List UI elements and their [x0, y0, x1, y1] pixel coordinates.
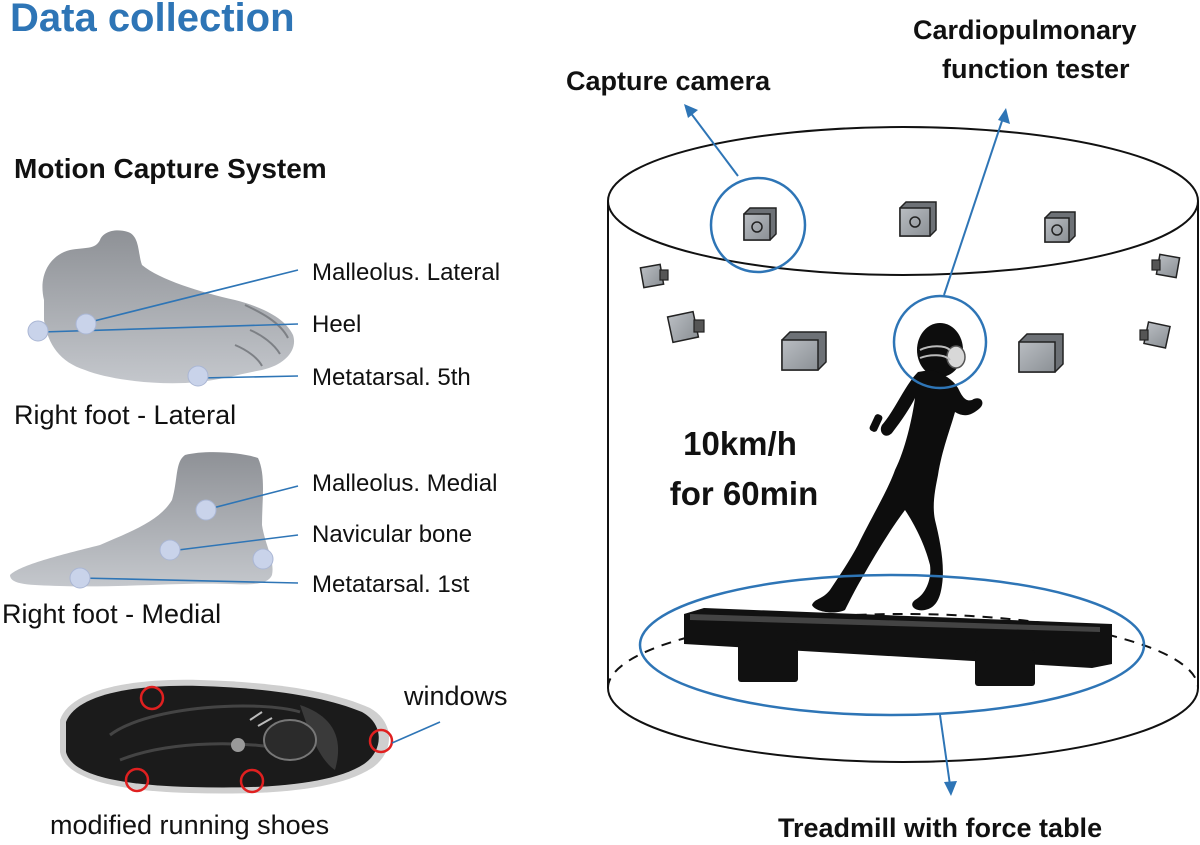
arrow-head-icon [684, 104, 698, 118]
page-title: Data collection [10, 0, 295, 40]
windows-leader [391, 721, 441, 744]
treadmill-arrow-line [939, 714, 951, 786]
speed-line1: 10km/h [683, 425, 797, 462]
marker-malleolus-lateral [75, 313, 97, 335]
camera-icon [1139, 321, 1171, 349]
capture-cylinder [607, 126, 1199, 763]
running-shoe-illustration [60, 679, 390, 794]
camera-icon [1044, 211, 1076, 243]
label-malleolus-lateral: Malleolus. Lateral [312, 259, 501, 286]
label-malleolus-medial: Malleolus. Medial [312, 470, 498, 497]
camera-icon [781, 331, 827, 371]
camera-icon [899, 201, 937, 237]
arrow-head-icon [998, 108, 1010, 124]
force-table-highlight [638, 573, 1146, 717]
marker-metatarsal-5th [187, 365, 209, 387]
label-capture-camera: Capture camera [566, 66, 771, 96]
arrow-head-icon [944, 781, 957, 796]
speed-line2: for 60min [669, 475, 819, 512]
label-treadmill: Treadmill with force table [778, 813, 1103, 843]
camera-icon [666, 310, 705, 344]
treadmill-illustration [684, 608, 1112, 686]
shoe-window-3 [124, 767, 150, 793]
label-heel: Heel [312, 311, 362, 338]
metatarsal-5th-leader [199, 375, 299, 379]
marker-navicular [159, 539, 181, 561]
marker-heel [27, 320, 49, 342]
caption-medial-foot: Right foot - Medial [2, 599, 222, 629]
marker-metatarsal-1st [69, 567, 91, 589]
label-metatarsal-1st: Metatarsal. 1st [312, 571, 470, 598]
marker-metatarsal-1st-heel [252, 548, 274, 570]
label-navicular: Navicular bone [312, 521, 473, 548]
shoe-window-1 [139, 685, 165, 711]
navicular-leader [169, 534, 299, 552]
label-tester-line2: function tester [942, 54, 1130, 84]
malleolus-lateral-leader [89, 269, 299, 323]
caption-running-shoes: modified running shoes [50, 810, 330, 840]
shoe-window-2 [368, 728, 394, 754]
label-metatarsal-5th: Metatarsal. 5th [312, 364, 471, 391]
camera-icon [743, 207, 777, 241]
motion-capture-heading: Motion Capture System [14, 153, 327, 184]
caption-lateral-foot: Right foot - Lateral [14, 400, 237, 430]
camera-icon [1151, 253, 1181, 279]
metatarsal-1st-leader [79, 577, 299, 584]
marker-malleolus-medial [195, 499, 217, 521]
tester-arrow-line [943, 117, 1004, 296]
tester-highlight-circle [892, 294, 988, 390]
malleolus-medial-leader [204, 485, 299, 511]
label-windows: windows [404, 681, 508, 711]
shoe-window-4 [239, 768, 265, 794]
lateral-foot-illustration [42, 230, 295, 384]
camera-arrow-line [689, 111, 739, 177]
medial-foot-illustration [10, 452, 273, 587]
camera-highlight-circle [709, 176, 807, 274]
label-tester-line1: Cardiopulmonary [913, 15, 1137, 45]
breathing-mask-icon [919, 345, 966, 369]
camera-icon [639, 263, 669, 289]
camera-icon [1018, 333, 1064, 373]
